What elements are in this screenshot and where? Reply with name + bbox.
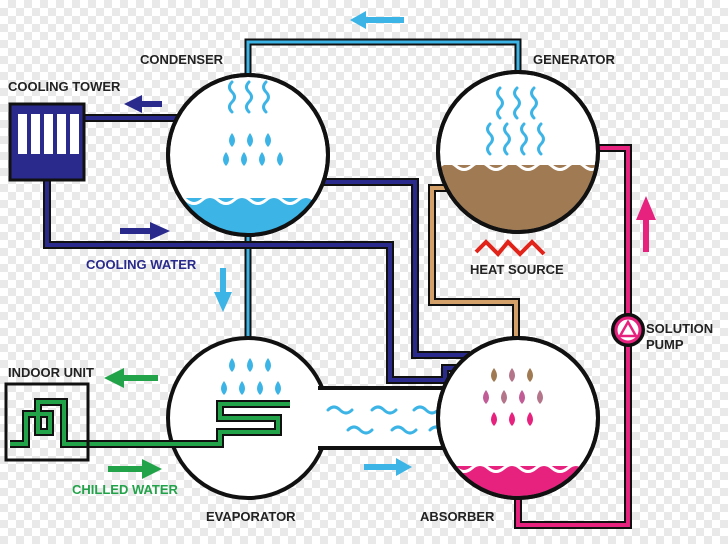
vapor-waves-icon (228, 80, 270, 114)
condenser-vessel (166, 73, 330, 237)
refrigerant-spray-drops-icon (221, 358, 281, 395)
right-arrow-icon (108, 459, 162, 479)
cooling-tower-label: COOLING TOWER (8, 79, 121, 94)
chilled-water-label: CHILLED WATER (72, 482, 179, 497)
indoor-unit-label: INDOOR UNIT (8, 365, 94, 380)
absorber-vessel (436, 336, 600, 500)
heat-source-flame-icon (474, 239, 546, 257)
up-arrow-icon (636, 196, 656, 252)
left-arrow-icon (124, 95, 162, 113)
generator-vessel (436, 70, 600, 234)
chilled-water-coil (10, 398, 290, 448)
evaporator-label: EVAPORATOR (206, 509, 296, 524)
cooling-tower (8, 102, 86, 182)
absorber-label: ABSORBER (420, 509, 495, 524)
solution-pump-label-line2: PUMP (646, 337, 684, 352)
solution-spray-drops-icon (483, 368, 543, 426)
cooling-water-label: COOLING WATER (86, 257, 197, 272)
generator-label: GENERATOR (533, 52, 615, 67)
indoor-unit-box (4, 382, 90, 462)
right-arrow-icon (120, 222, 170, 240)
vapor-pipe-generator-to-condenser (244, 38, 522, 78)
vapor-passage (318, 386, 458, 450)
heat-source-label: HEAT SOURCE (470, 262, 564, 277)
vapor-waves-icon (486, 86, 545, 156)
down-arrow-icon (214, 268, 232, 312)
flow-arrow-icon (364, 458, 412, 476)
solution-return-pipe (428, 184, 520, 342)
solution-pump-label: SOLUTION (646, 321, 713, 336)
solution-pump-icon (611, 313, 645, 347)
condenser-label: CONDENSER (140, 52, 224, 67)
flow-arrow-icon (350, 11, 404, 29)
condensate-drops-icon (223, 133, 283, 166)
solution-pump-pipe (514, 144, 632, 529)
left-arrow-icon (104, 368, 158, 388)
